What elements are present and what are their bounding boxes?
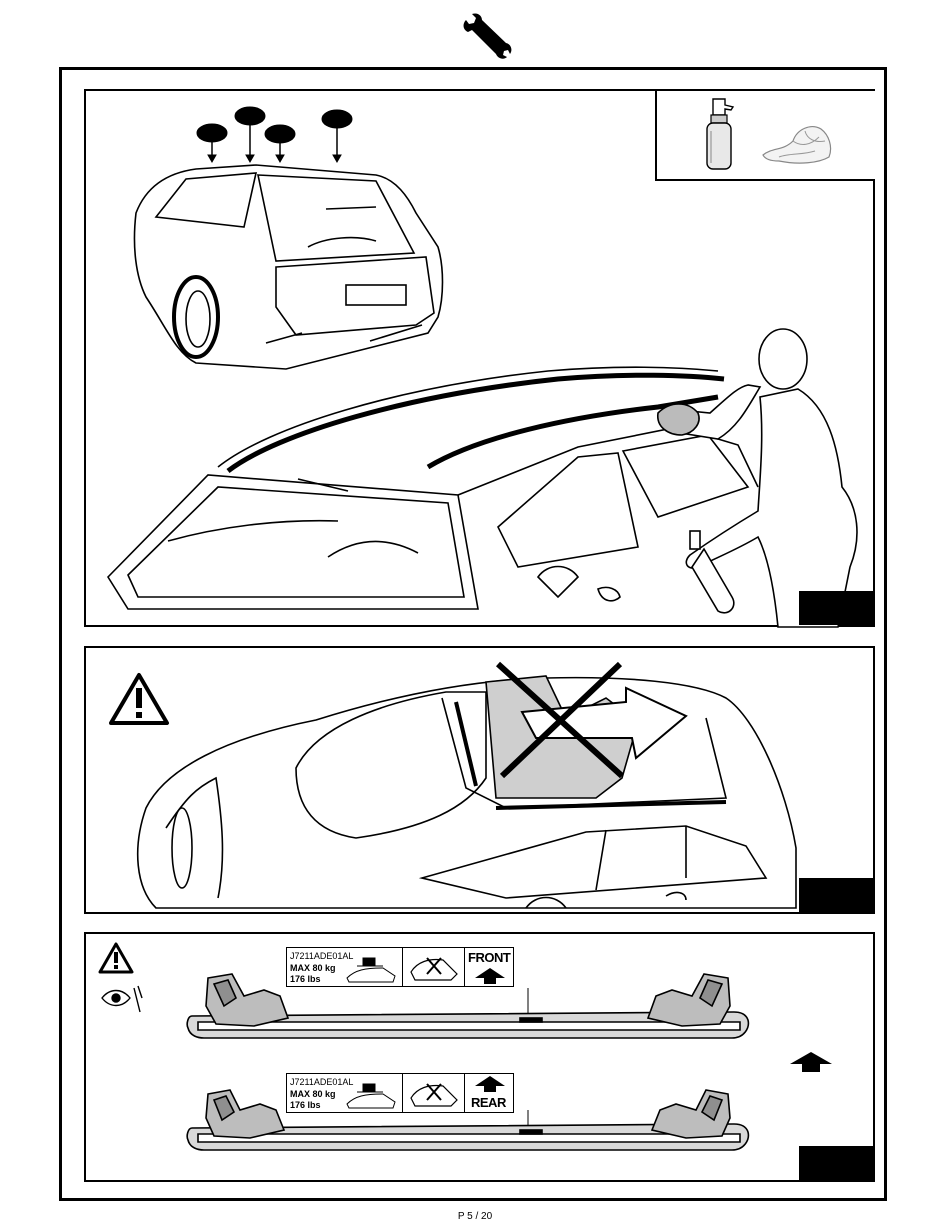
warning-triangle-icon — [98, 942, 134, 974]
sunroof-warning-panel — [84, 646, 875, 914]
bar-direction: FRONT — [468, 950, 510, 965]
rear-roof-bar — [184, 1088, 754, 1168]
direction-arrow-icon — [790, 1052, 832, 1072]
cloth-icon — [759, 117, 839, 167]
wrench-icon — [460, 12, 516, 62]
roof-position-markers — [196, 105, 356, 165]
cleaning-supplies-inset — [655, 91, 875, 181]
step-number-block — [799, 878, 873, 912]
front-roof-bar — [184, 966, 754, 1046]
bar-orientation-panel: J7211ADE01AL MAX 80 kg 176 lbs FRONT — [84, 932, 875, 1182]
eye-icon — [100, 984, 144, 1014]
car-top-view-illustration — [126, 658, 846, 914]
step-number-block — [799, 1146, 873, 1180]
page-number: P 5 / 20 — [0, 1211, 950, 1222]
cleaning-roof-panel — [84, 89, 875, 627]
spray-bottle-icon — [703, 97, 739, 173]
step-number-block — [799, 591, 873, 625]
roof-cleaning-illustration — [98, 327, 873, 627]
